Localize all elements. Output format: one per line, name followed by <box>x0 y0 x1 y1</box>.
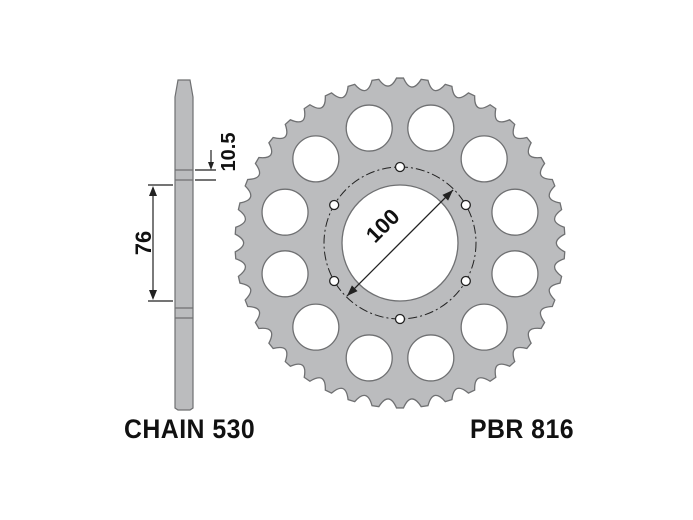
bolt-hole <box>329 275 340 287</box>
sprocket-side-profile <box>174 79 194 411</box>
chain-label: CHAIN 530 <box>124 414 256 444</box>
pcd-label: 100 <box>361 204 405 248</box>
pcd-arrow-upper <box>442 189 454 201</box>
pcd-dim-line <box>346 189 454 297</box>
bolt-hole <box>460 275 471 287</box>
part-number-label: PBR 816 <box>470 414 575 444</box>
sprocket-face: 100 <box>234 77 566 409</box>
hub-height-arrow-bottom <box>149 290 157 300</box>
thickness-label: 10.5 <box>218 133 240 172</box>
thickness-arrow <box>208 162 214 170</box>
hub-height-label: 76 <box>131 231 156 255</box>
bolt-hole <box>329 199 340 211</box>
side-profile-body <box>174 79 194 411</box>
hub-height-arrow-top <box>149 186 157 196</box>
bolt-hole <box>394 313 406 325</box>
bolt-hole <box>460 199 471 211</box>
thickness-dimension: 10.5 <box>195 133 240 181</box>
pcd-arrow-lower <box>346 285 358 297</box>
bolt-hole <box>394 161 406 173</box>
bolt-holes <box>329 161 471 325</box>
pcd-dimension: 100 <box>346 189 454 297</box>
hub-height-dimension: 76 <box>131 184 173 302</box>
sprocket-body <box>234 77 566 409</box>
